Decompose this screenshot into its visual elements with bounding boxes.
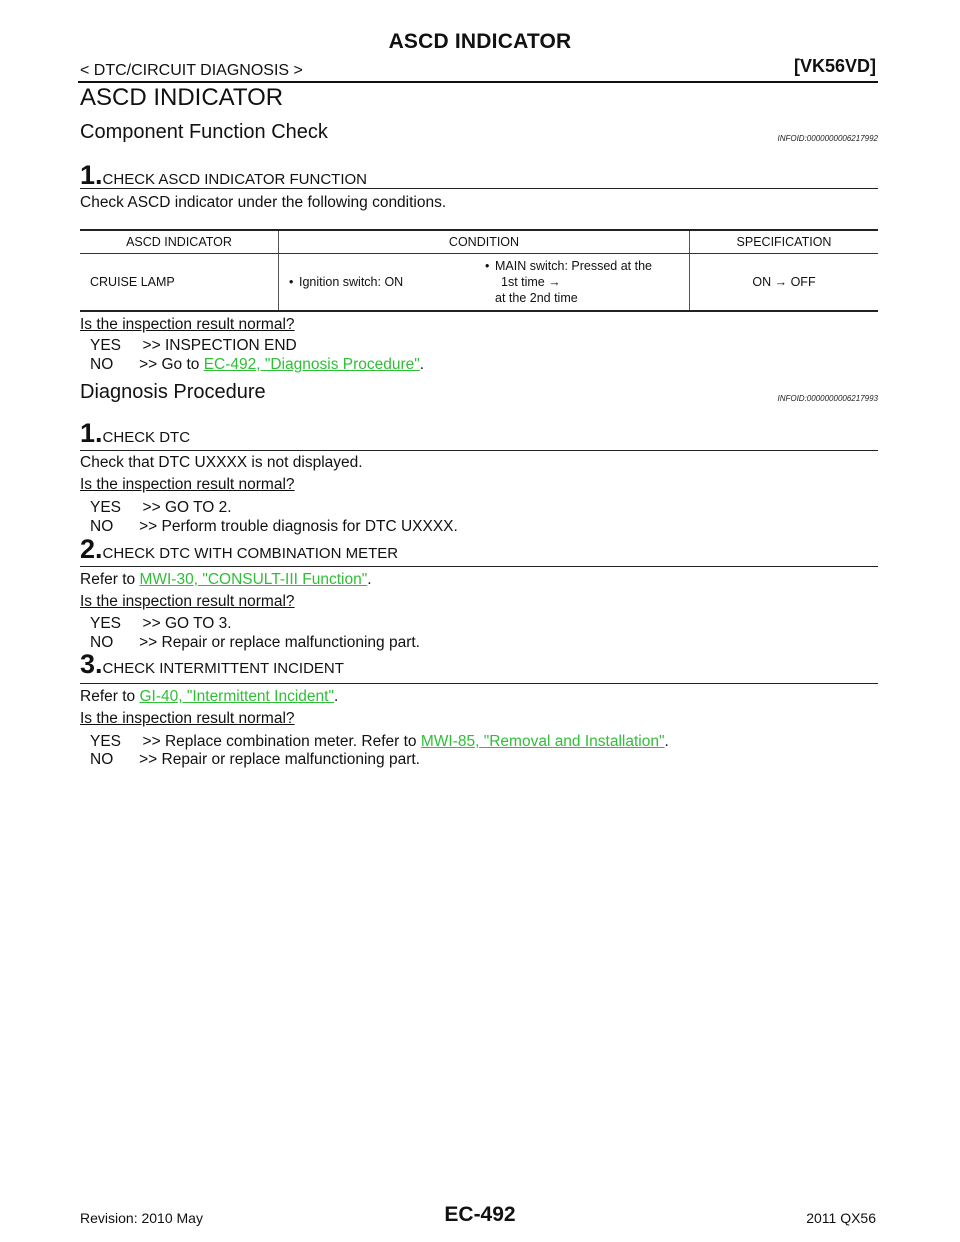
step-1-check-dtc: 1.CHECK DTC <box>80 418 878 451</box>
component-function-check-heading: Component Function Check <box>80 121 328 143</box>
step-1-check-ascd-indicator: 1.CHECK ASCD INDICATOR FUNCTION <box>80 160 878 190</box>
step-title: CHECK ASCD INDICATOR FUNCTION <box>102 171 367 188</box>
condition-main-switch: •MAIN switch: Pressed at the 1st time → … <box>485 259 653 305</box>
diagnosis-procedure-heading: Diagnosis Procedure <box>80 381 266 403</box>
step-title: CHECK DTC <box>102 429 191 446</box>
cell-specification: ON → OFF <box>689 253 878 312</box>
result-no: NO >> Perform trouble diagnosis for DTC … <box>90 518 458 535</box>
step-2-check-dtc-combination-meter: 2.CHECK DTC WITH COMBINATION METER <box>80 534 878 567</box>
result-yes: YES >> GO TO 3. <box>90 615 232 632</box>
table-header-specification: SPECIFICATION <box>689 229 878 254</box>
cell-condition: •Ignition switch: ON •MAIN switch: Press… <box>278 253 690 312</box>
step-3-check-intermittent-incident: 3.CHECK INTERMITTENT INCIDENT <box>80 649 878 684</box>
table-header-condition: CONDITION <box>278 229 690 254</box>
breadcrumb: < DTC/CIRCUIT DIAGNOSIS > <box>80 62 303 79</box>
step-number: 2. <box>80 534 103 564</box>
step-refer: Refer to GI-40, "Intermittent Incident". <box>80 688 339 705</box>
link-consult-iii-function[interactable]: MWI-30, "CONSULT-III Function" <box>139 571 368 588</box>
inspection-question: Is the inspection result normal? <box>80 710 295 727</box>
step-instruction: Check that DTC UXXXX is not displayed. <box>80 454 363 471</box>
spec-table: ASCD INDICATOR CONDITION SPECIFICATION C… <box>80 229 878 312</box>
result-yes: YES >> Replace combination meter. Refer … <box>90 733 669 750</box>
page-header-title: ASCD INDICATOR <box>388 30 572 53</box>
step-instruction: Check ASCD indicator under the following… <box>80 194 447 211</box>
result-no: NO >> Go to EC-492, "Diagnosis Procedure… <box>90 356 425 373</box>
inspection-question: Is the inspection result normal? <box>80 593 295 610</box>
revision-date: Revision: 2010 May <box>80 1210 203 1226</box>
link-removal-and-installation[interactable]: MWI-85, "Removal and Installation" <box>420 733 665 750</box>
link-diagnosis-procedure[interactable]: EC-492, "Diagnosis Procedure" <box>203 356 420 373</box>
step-refer: Refer to MWI-30, "CONSULT-III Function". <box>80 571 372 588</box>
result-yes: YES >> INSPECTION END <box>90 337 297 354</box>
bullet-icon: • <box>289 275 294 289</box>
infoid-component-check: INFOID:0000000006217992 <box>777 134 878 143</box>
link-intermittent-incident[interactable]: GI-40, "Intermittent Incident" <box>139 688 334 705</box>
table-row: CRUISE LAMP •Ignition switch: ON •MAIN s… <box>80 253 878 312</box>
inspection-question: Is the inspection result normal? <box>80 316 295 333</box>
step-number: 1. <box>80 160 103 190</box>
step-number: 3. <box>80 649 103 679</box>
step-title: CHECK INTERMITTENT INCIDENT <box>102 660 344 677</box>
model-code: [VK56VD] <box>793 56 876 76</box>
bullet-icon: • <box>485 259 490 273</box>
vehicle-model: 2011 QX56 <box>806 1210 876 1226</box>
inspection-question: Is the inspection result normal? <box>80 476 295 493</box>
step-number: 1. <box>80 418 103 448</box>
result-no: NO >> Repair or replace malfunctioning p… <box>90 634 420 651</box>
table-header-indicator: ASCD INDICATOR <box>80 229 279 254</box>
step-title: CHECK DTC WITH COMBINATION METER <box>102 545 399 562</box>
cell-indicator: CRUISE LAMP <box>80 253 279 312</box>
result-yes: YES >> GO TO 2. <box>90 499 232 516</box>
condition-ignition: •Ignition switch: ON <box>289 275 404 289</box>
table-header-row: ASCD INDICATOR CONDITION SPECIFICATION <box>80 229 878 254</box>
section-title: ASCD INDICATOR <box>80 84 284 111</box>
header-divider <box>78 81 878 83</box>
infoid-diagnosis: INFOID:0000000006217993 <box>777 394 878 403</box>
result-no: NO >> Repair or replace malfunctioning p… <box>90 751 420 768</box>
page-number: EC-492 <box>444 1203 516 1226</box>
